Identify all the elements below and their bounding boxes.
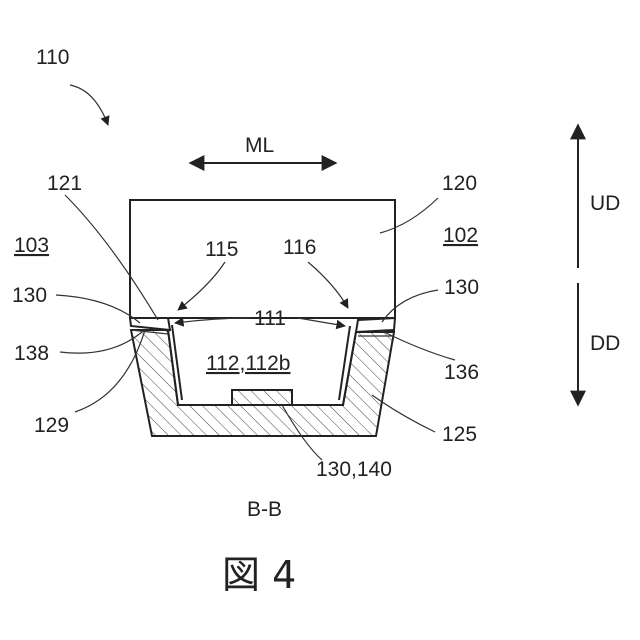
label-130-140: 130,140 <box>316 458 392 481</box>
label-115: 115 <box>205 238 238 261</box>
leader-110 <box>70 85 108 125</box>
leader-115 <box>178 262 225 310</box>
leader-111-right <box>298 318 345 326</box>
label-dd: DD <box>590 332 620 355</box>
leader-121 <box>65 195 158 320</box>
figure-caption: 図 4 <box>222 553 296 597</box>
label-ml: ML <box>245 134 274 157</box>
label-111: 111 <box>254 307 286 330</box>
label-section-bb: B-B <box>247 498 282 521</box>
label-103: 103 <box>14 234 49 257</box>
upper-body-120 <box>130 200 395 318</box>
label-130-left: 130 <box>12 284 47 307</box>
label-120: 120 <box>442 172 477 195</box>
label-ud: UD <box>590 192 620 215</box>
label-129: 129 <box>34 414 69 437</box>
label-102: 102 <box>443 224 478 247</box>
seal-strip-130-right <box>356 318 395 332</box>
chip-130-140 <box>232 390 292 405</box>
label-125: 125 <box>442 423 477 446</box>
leader-116 <box>308 262 348 308</box>
label-121: 121 <box>47 172 82 195</box>
label-138: 138 <box>14 342 49 365</box>
label-130-right: 130 <box>444 276 479 299</box>
leader-138 <box>60 332 142 353</box>
label-112: 112,112b <box>206 352 290 375</box>
label-110: 110 <box>36 46 69 69</box>
label-116: 116 <box>283 236 316 259</box>
leader-120 <box>380 198 438 233</box>
label-136: 136 <box>444 361 479 384</box>
leader-130-left <box>56 295 140 323</box>
